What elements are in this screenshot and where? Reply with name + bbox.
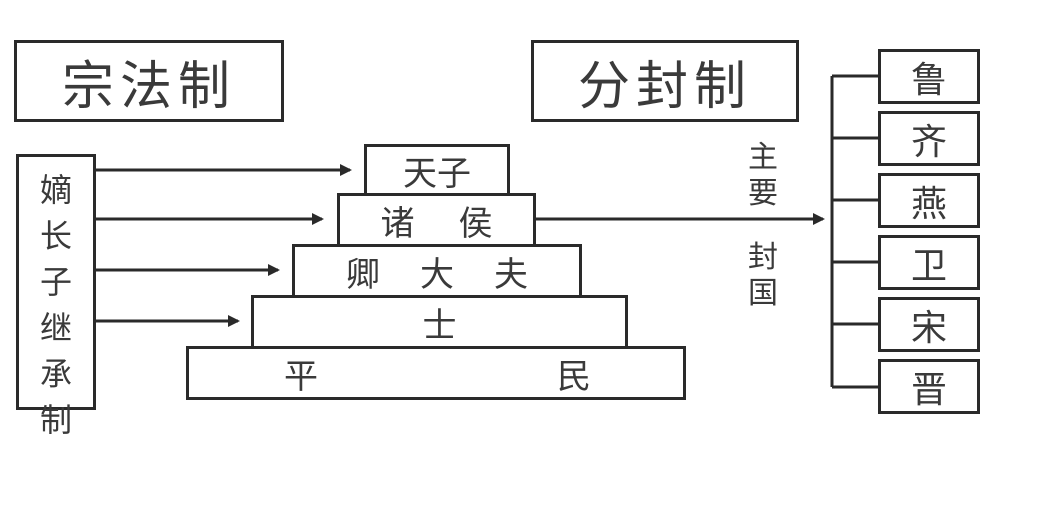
fenfeng-title-box: 分封制 xyxy=(531,40,799,122)
state-yan: 燕 xyxy=(878,173,980,228)
state-jin: 晋 xyxy=(878,359,980,414)
state-yan-label: 燕 xyxy=(910,183,947,225)
level-pingmin-char-2: 民 xyxy=(557,356,591,397)
state-lu-label: 鲁 xyxy=(910,59,947,101)
zongfa-title-box: 宗法制 xyxy=(14,40,284,122)
arrow-label-top: 主 要 xyxy=(748,140,778,212)
inheritance-char-5: 承 xyxy=(39,355,72,393)
level-pingmin: 平 民 xyxy=(186,346,686,400)
state-qi-label: 齐 xyxy=(910,121,947,163)
arrow-label-char-2: 要 xyxy=(748,176,778,211)
inheritance-char-4: 继 xyxy=(39,309,72,347)
zongfa-title: 宗法制 xyxy=(61,56,236,117)
arrow-label-char-4: 国 xyxy=(748,276,778,311)
level-zhuhou: 诸 侯 xyxy=(337,193,536,247)
arrow-label-bottom: 封 国 xyxy=(748,240,778,312)
state-qi: 齐 xyxy=(878,111,980,166)
state-wei: 卫 xyxy=(878,235,980,290)
fenfeng-title: 分封制 xyxy=(577,56,752,117)
level-tianzi-label: 天子 xyxy=(403,153,471,194)
level-shi-label: 士 xyxy=(422,306,457,346)
inheritance-char-6: 制 xyxy=(39,401,72,439)
level-tianzi: 天子 xyxy=(364,144,510,196)
state-jin-label: 晋 xyxy=(910,369,947,411)
level-shi: 士 xyxy=(251,295,628,350)
level-zhuhou-char-2: 侯 xyxy=(458,203,493,244)
state-wei-label: 卫 xyxy=(910,245,947,287)
level-zhuhou-char-1: 诸 xyxy=(380,203,415,244)
state-song-label: 宋 xyxy=(910,307,947,349)
level-pingmin-char-1: 平 xyxy=(284,356,318,397)
state-song: 宋 xyxy=(878,297,980,352)
arrow-label-char-3: 封 xyxy=(748,240,778,275)
inheritance-box: 嫡 长 子 继 承 制 xyxy=(16,154,96,439)
level-qing-char-1: 卿 xyxy=(346,254,380,295)
state-lu: 鲁 xyxy=(878,49,980,104)
inheritance-char-3: 子 xyxy=(39,263,72,301)
level-qing-char-3: 夫 xyxy=(494,254,528,295)
level-qing-char-2: 大 xyxy=(420,254,454,295)
inheritance-char-1: 嫡 xyxy=(39,171,72,209)
inheritance-char-2: 长 xyxy=(39,217,72,255)
arrow-label-char-1: 主 xyxy=(748,140,778,175)
level-qing: 卿 大 夫 xyxy=(292,244,582,298)
